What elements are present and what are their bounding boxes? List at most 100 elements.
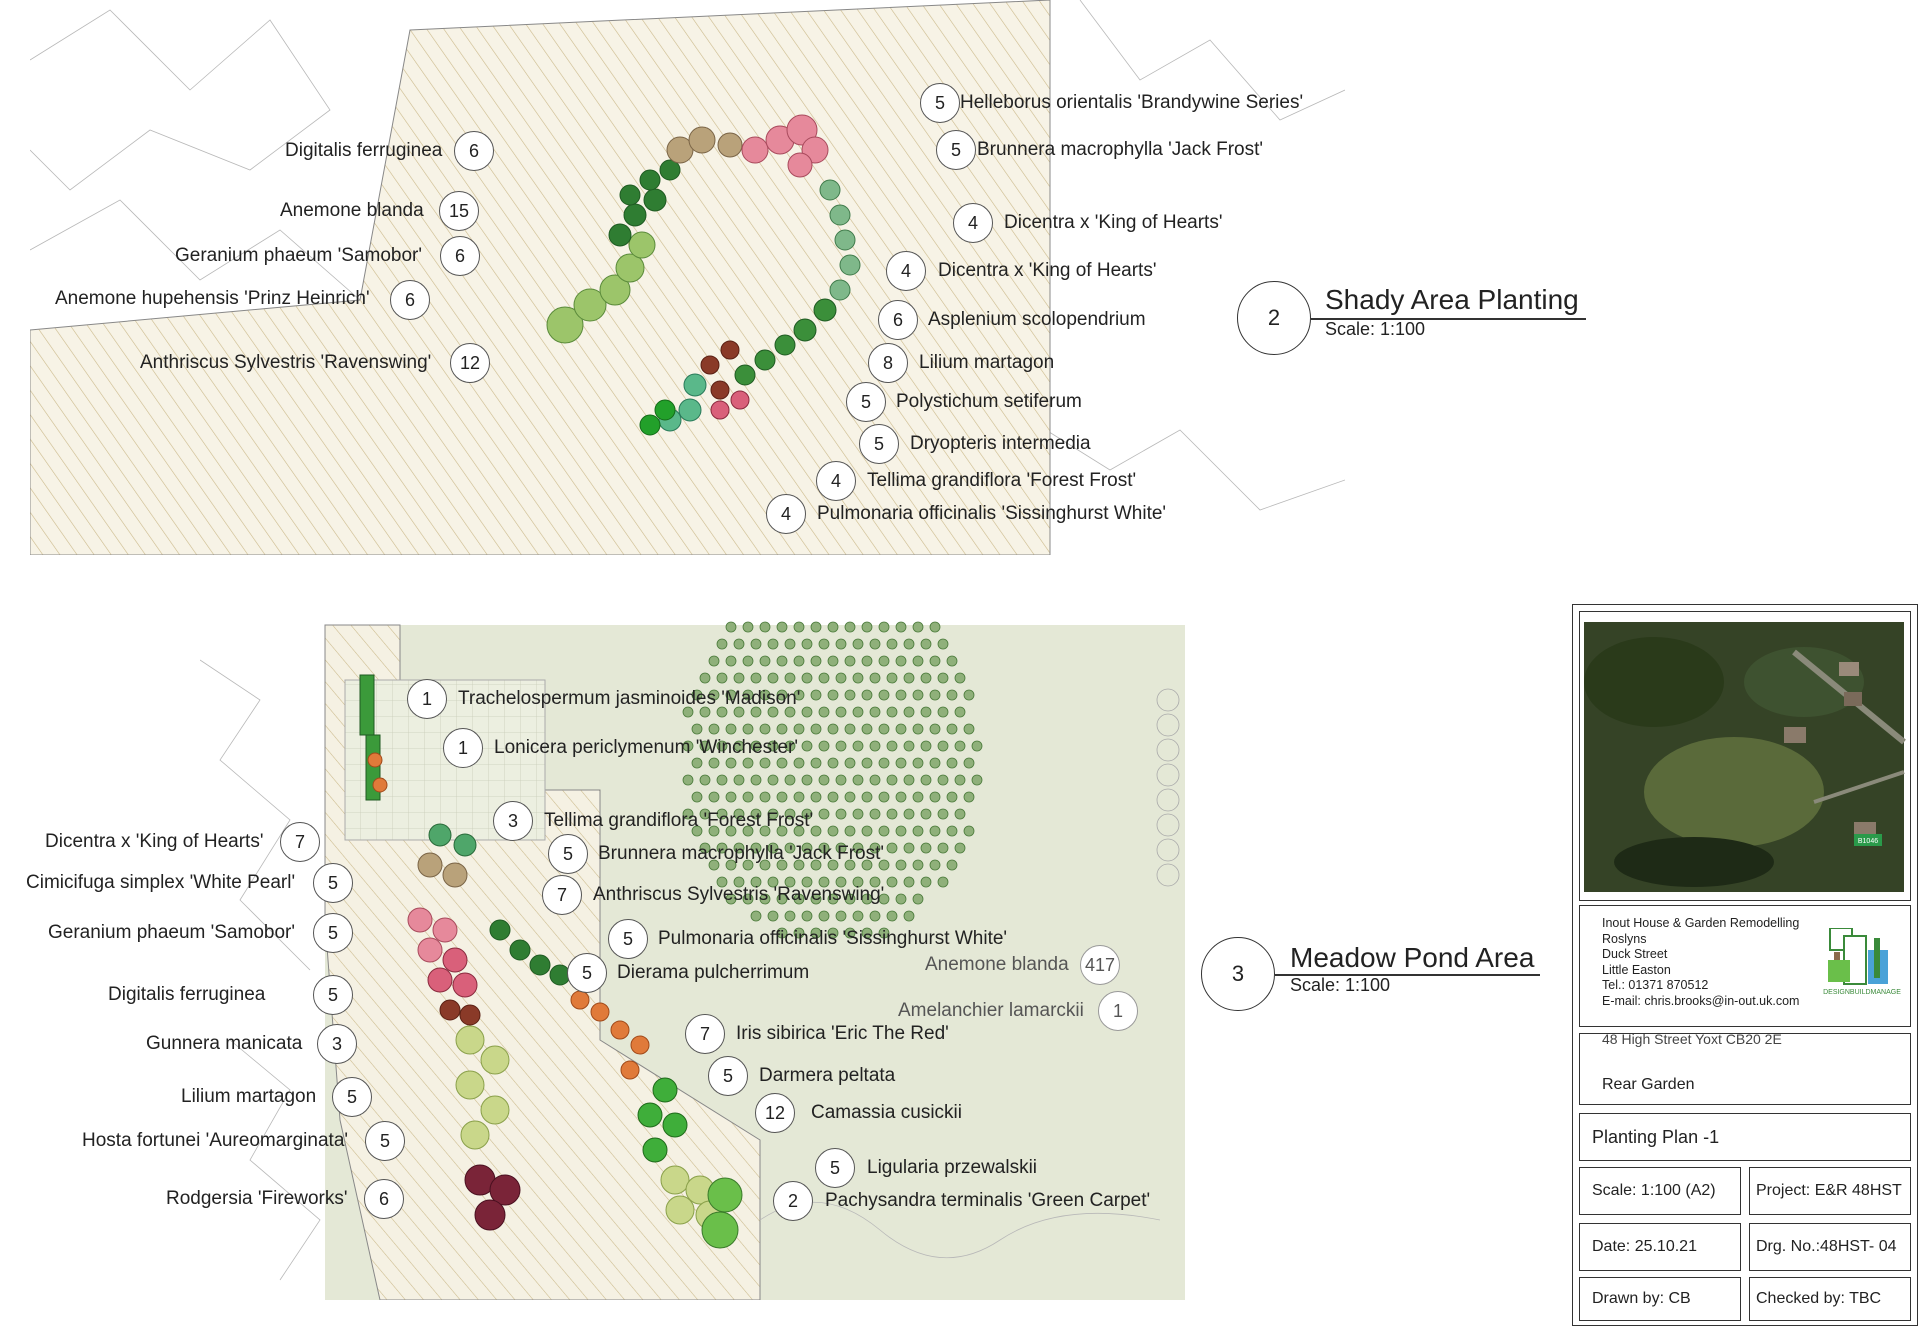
anemone-dot xyxy=(827,825,839,837)
address-line-4: Little Easton xyxy=(1602,962,1671,977)
address-line-3: Duck Street xyxy=(1602,947,1668,961)
anemone-dot xyxy=(801,706,813,718)
meadow-qty-17: 5 xyxy=(332,1077,372,1117)
anemone-dot xyxy=(767,706,779,718)
anemone-dot xyxy=(699,672,711,684)
anemone-dot xyxy=(716,774,728,786)
shady-qty-7: 4 xyxy=(886,251,926,291)
anemone-dot xyxy=(861,621,873,633)
shady-area-plan: 5 Helleborus orientalis 'Brandywine Seri… xyxy=(30,0,1345,555)
anemone-dot xyxy=(767,638,779,650)
anemone-dot xyxy=(827,927,839,939)
anemone-dot xyxy=(886,706,898,718)
shady-label-1: Helleborus orientalis 'Brandywine Series… xyxy=(960,92,1304,113)
meadow-label-16: Darmera peltata xyxy=(759,1065,896,1086)
anemone-dot xyxy=(784,910,796,922)
anemone-dot xyxy=(912,791,924,803)
anemone-dot xyxy=(895,757,907,769)
anemone-dot xyxy=(725,655,737,667)
anemone-dot xyxy=(776,791,788,803)
anemone-dot xyxy=(903,842,915,854)
anemone-dot xyxy=(878,859,890,871)
anemone-dot xyxy=(963,825,975,837)
anemone-dot xyxy=(912,655,924,667)
meadow-title-rule xyxy=(1275,974,1540,976)
anemone-dot xyxy=(920,672,932,684)
shady-label-15: Pulmonaria officinalis 'Sissinghurst Whi… xyxy=(817,503,1167,524)
anemone-dot xyxy=(886,842,898,854)
anemone-dot xyxy=(852,808,864,820)
meadow-qty-8: 5 xyxy=(313,913,353,953)
anemone-dot xyxy=(818,910,830,922)
anemone-dot xyxy=(810,723,822,735)
anemone-dot xyxy=(759,859,771,871)
scale-text: Scale: 1:100 (A2) xyxy=(1592,1182,1716,1199)
meadow-qty-12: 5 xyxy=(313,975,353,1015)
anemone-dot xyxy=(895,621,907,633)
anemone-dot xyxy=(929,621,941,633)
anemone-dot xyxy=(708,723,720,735)
map-road-label: B1046 xyxy=(1858,838,1878,845)
anemone-dot xyxy=(920,740,932,752)
meadow-label-21: Rodgersia 'Fireworks' xyxy=(166,1188,348,1209)
anemone-dot xyxy=(767,808,779,820)
shady-qty-6: 6 xyxy=(440,236,480,276)
shady-qty-2: 6 xyxy=(454,131,494,171)
meadow-label-7: Anthriscus Sylvestris 'Ravenswing' xyxy=(593,884,885,905)
drawing-title-box: Planting Plan -1 xyxy=(1579,1113,1911,1161)
meadow-qty-22: 2 xyxy=(773,1181,813,1221)
anemone-dot xyxy=(733,638,745,650)
anemone-dot xyxy=(699,774,711,786)
anemone-dot xyxy=(929,723,941,735)
anemone-dot xyxy=(912,689,924,701)
meadow-label-10: Anemone blanda xyxy=(925,954,1069,975)
meadow-qty-6: 5 xyxy=(313,863,353,903)
meadow-label-5: Brunnera macrophylla 'Jack Frost' xyxy=(598,843,885,864)
address-line-6: E-mail: chris.brooks@in-out.uk.com xyxy=(1602,993,1800,1008)
meadow-qty-20: 5 xyxy=(815,1148,855,1188)
anemone-dot xyxy=(708,859,720,871)
anemone-dot xyxy=(869,672,881,684)
meadow-label-1: Trachelospermum jasminoides 'Madison' xyxy=(458,688,801,709)
anemone-dot xyxy=(801,910,813,922)
anemone-dot xyxy=(861,859,873,871)
anemone-dot xyxy=(920,706,932,718)
anemone-dot xyxy=(784,876,796,888)
anemone-dot xyxy=(861,655,873,667)
anemone-dot xyxy=(869,706,881,718)
shady-label-2: Digitalis ferruginea xyxy=(285,140,443,161)
anemone-dot xyxy=(818,842,830,854)
anemone-dot xyxy=(759,621,771,633)
anemone-dot xyxy=(912,859,924,871)
anemone-dot xyxy=(733,876,745,888)
shady-section-title: Shady Area Planting xyxy=(1325,284,1579,315)
anemone-dot xyxy=(861,723,873,735)
shady-qty-13: 5 xyxy=(859,424,899,464)
anemone-dot xyxy=(835,740,847,752)
anemone-dot xyxy=(929,859,941,871)
meadow-label-12: Digitalis ferruginea xyxy=(108,984,266,1005)
meadow-qty-7: 7 xyxy=(542,875,582,915)
anemone-dot xyxy=(878,791,890,803)
anemone-dot xyxy=(878,927,890,939)
anemone-dot xyxy=(937,706,949,718)
anemone-dot xyxy=(895,859,907,871)
anemone-dot xyxy=(827,893,839,905)
anemone-dot xyxy=(810,791,822,803)
anemone-blanda-field xyxy=(682,621,983,939)
anemone-dot xyxy=(895,723,907,735)
meadow-qty-1: 1 xyxy=(407,679,447,719)
anemone-dot xyxy=(886,774,898,786)
anemone-dot xyxy=(852,740,864,752)
anemone-dot xyxy=(946,723,958,735)
anemone-dot xyxy=(818,876,830,888)
anemone-dot xyxy=(767,842,779,854)
anemone-dot xyxy=(895,655,907,667)
anemone-dot xyxy=(929,689,941,701)
anemone-dot xyxy=(801,740,813,752)
anemone-dot xyxy=(861,757,873,769)
anemone-dot xyxy=(784,774,796,786)
anemone-dot xyxy=(691,825,703,837)
anemone-dot xyxy=(954,706,966,718)
anemone-dot xyxy=(801,638,813,650)
